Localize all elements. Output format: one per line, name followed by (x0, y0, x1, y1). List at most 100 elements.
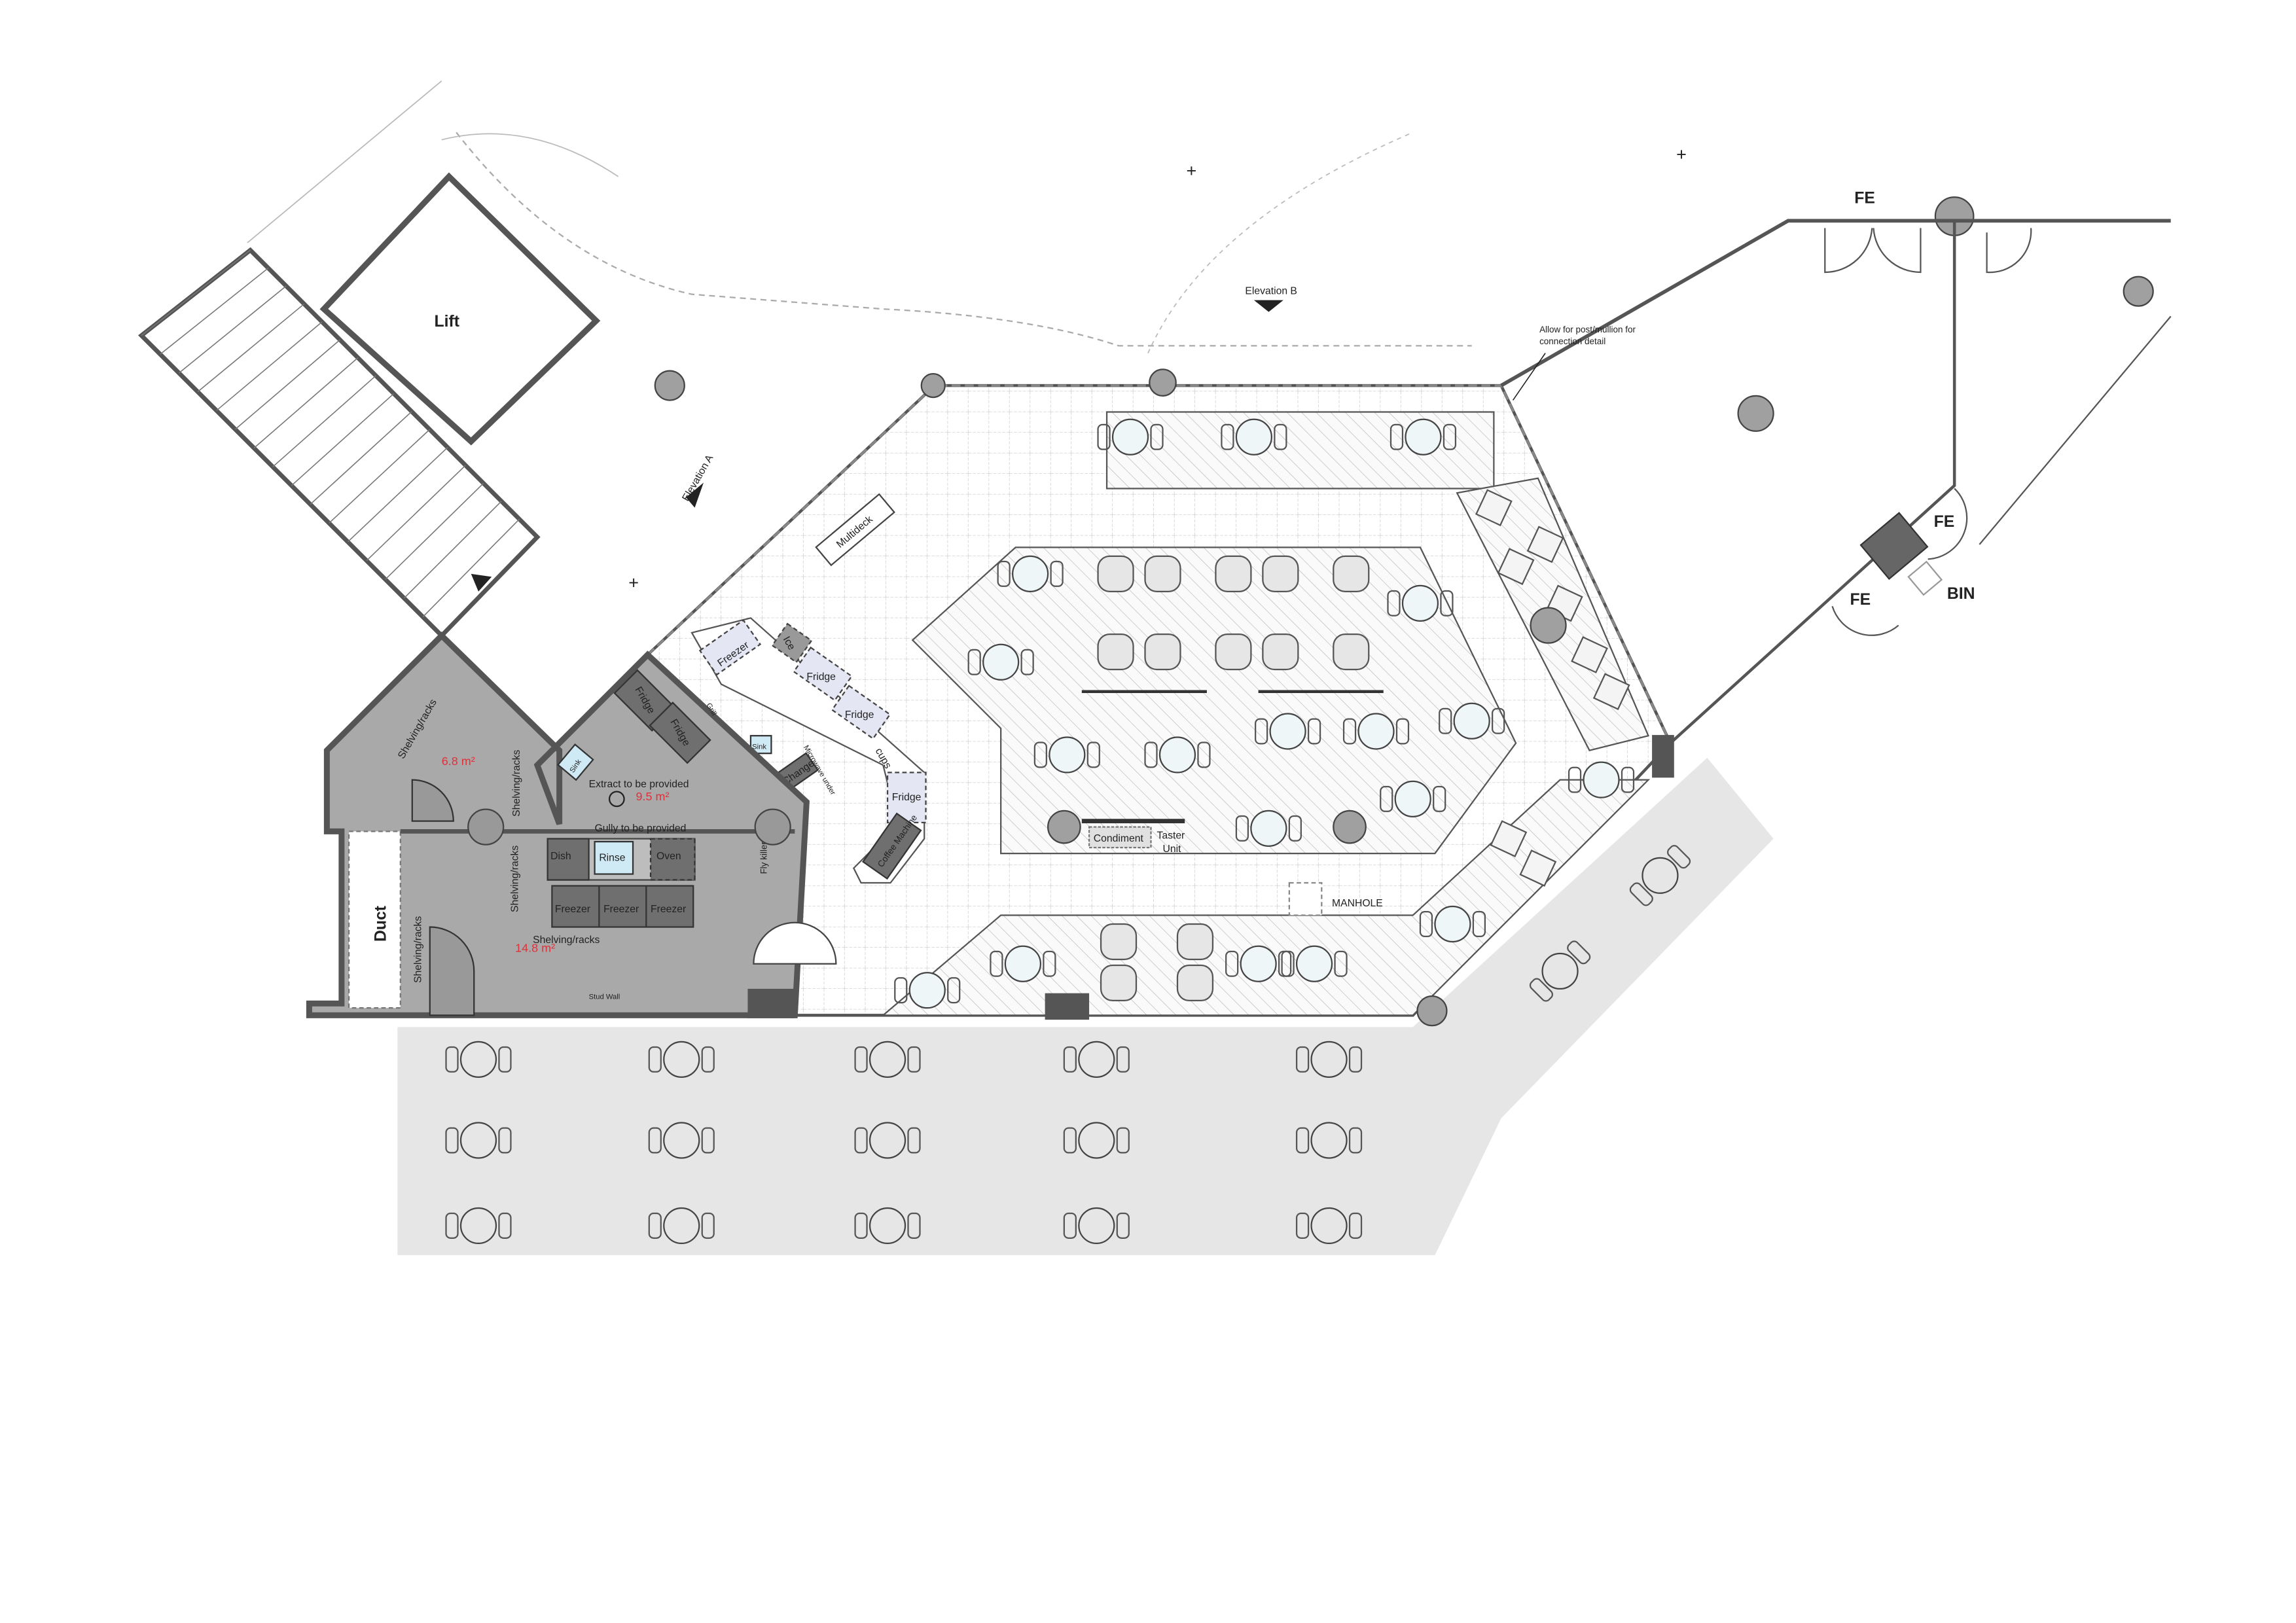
table (1295, 945, 1333, 982)
bin-label: BIN (1947, 585, 1975, 603)
table (1310, 1122, 1348, 1159)
table (663, 1207, 700, 1245)
chair (1390, 423, 1404, 450)
table (1240, 945, 1277, 982)
table (1583, 761, 1620, 798)
table (1004, 945, 1041, 982)
chair (1235, 815, 1249, 842)
stud-wall-label: Stud Wall (589, 993, 620, 1001)
table (1158, 736, 1196, 774)
stair-tread (291, 393, 395, 486)
table (869, 1122, 906, 1159)
fe-label: FE (1934, 513, 1955, 531)
note-line-2: connection detail (1539, 336, 1605, 346)
booth-seat (1215, 633, 1252, 671)
chair (1567, 940, 1591, 965)
chair (1568, 766, 1582, 793)
table (1235, 418, 1272, 455)
table (1111, 418, 1149, 455)
manhole (1288, 882, 1323, 916)
chair (1144, 741, 1158, 768)
chair (1043, 950, 1056, 977)
chair (907, 1046, 921, 1073)
shelving-label: Shelving/racks (412, 916, 423, 983)
chair (894, 977, 908, 1004)
booth-seat (1144, 555, 1181, 592)
chair (854, 1127, 868, 1154)
freezer-label: Freezer (555, 904, 590, 915)
chair (1063, 1127, 1077, 1154)
table (1405, 418, 1442, 455)
booth-seat (1100, 964, 1138, 1002)
outdoor-table-group (1629, 845, 1691, 906)
table (869, 1041, 906, 1078)
chair (498, 1212, 512, 1239)
chair (701, 1127, 715, 1154)
column (1333, 810, 1367, 844)
table (1541, 952, 1579, 990)
svg-text:+: + (1186, 161, 1196, 181)
column (1737, 395, 1774, 432)
stair-tread (178, 285, 287, 374)
chair (1529, 978, 1553, 1002)
column (1416, 995, 1448, 1027)
lift-label: Lift (435, 313, 459, 330)
chair (990, 950, 1003, 977)
chair (1395, 718, 1410, 745)
chair (1307, 718, 1321, 745)
stair-tread (197, 303, 305, 393)
chair (947, 977, 961, 1004)
chair (997, 560, 1011, 587)
chair (1288, 815, 1302, 842)
chair (1629, 882, 1653, 906)
duct-label: Duct (372, 906, 389, 942)
chair (1116, 1212, 1130, 1239)
chair (1274, 423, 1287, 450)
booth-seat (1215, 555, 1252, 592)
counter-fridge-label: Fridge (892, 792, 922, 803)
column (920, 372, 946, 399)
fly-killer-label: Fly killer (759, 842, 769, 874)
oven-label: Oven (656, 851, 681, 862)
chair (1086, 741, 1100, 768)
banquette-seat (1571, 636, 1608, 673)
booth-seat (1333, 555, 1370, 592)
stair-tread (310, 411, 412, 505)
stair-tread (366, 465, 466, 562)
table (1049, 736, 1086, 774)
chair (1116, 1127, 1130, 1154)
banquette-seat (1490, 820, 1528, 857)
booth-seat (1333, 633, 1370, 671)
staircase (138, 247, 541, 639)
chair (1492, 707, 1505, 734)
chair (1348, 1046, 1363, 1073)
shelving-label: Shelving/racks (511, 750, 522, 817)
chair (1348, 1212, 1363, 1239)
chair (967, 649, 981, 675)
chair (907, 1127, 921, 1154)
back-of-house: Duct Dish Rinse Oven Freezer Freezer Fre… (306, 631, 837, 1018)
table (459, 1207, 497, 1245)
svg-text:+: + (628, 573, 639, 592)
stair-tread (422, 518, 520, 618)
chair (1197, 741, 1211, 768)
note-line-1: Allow for post/mullion for (1539, 325, 1636, 334)
shelving-label: Shelving/racks (510, 846, 521, 912)
seating-area-bottom (881, 779, 1651, 1016)
table (1012, 555, 1049, 592)
chair (1225, 950, 1239, 977)
svg-text:+: + (1676, 145, 1687, 164)
stair-tread (347, 447, 448, 543)
table (663, 1122, 700, 1159)
outdoor-table-group (1529, 940, 1591, 1002)
booth-seat (1144, 633, 1181, 671)
banquette-seat (1519, 849, 1557, 887)
banquette-seat (1497, 548, 1535, 586)
column (1047, 810, 1081, 844)
table (1269, 713, 1306, 750)
chair (907, 1212, 921, 1239)
chair (1387, 590, 1401, 616)
elevation-b-label: Elevation B (1245, 286, 1297, 297)
table (459, 1122, 497, 1159)
banquette-seat (1475, 489, 1513, 527)
